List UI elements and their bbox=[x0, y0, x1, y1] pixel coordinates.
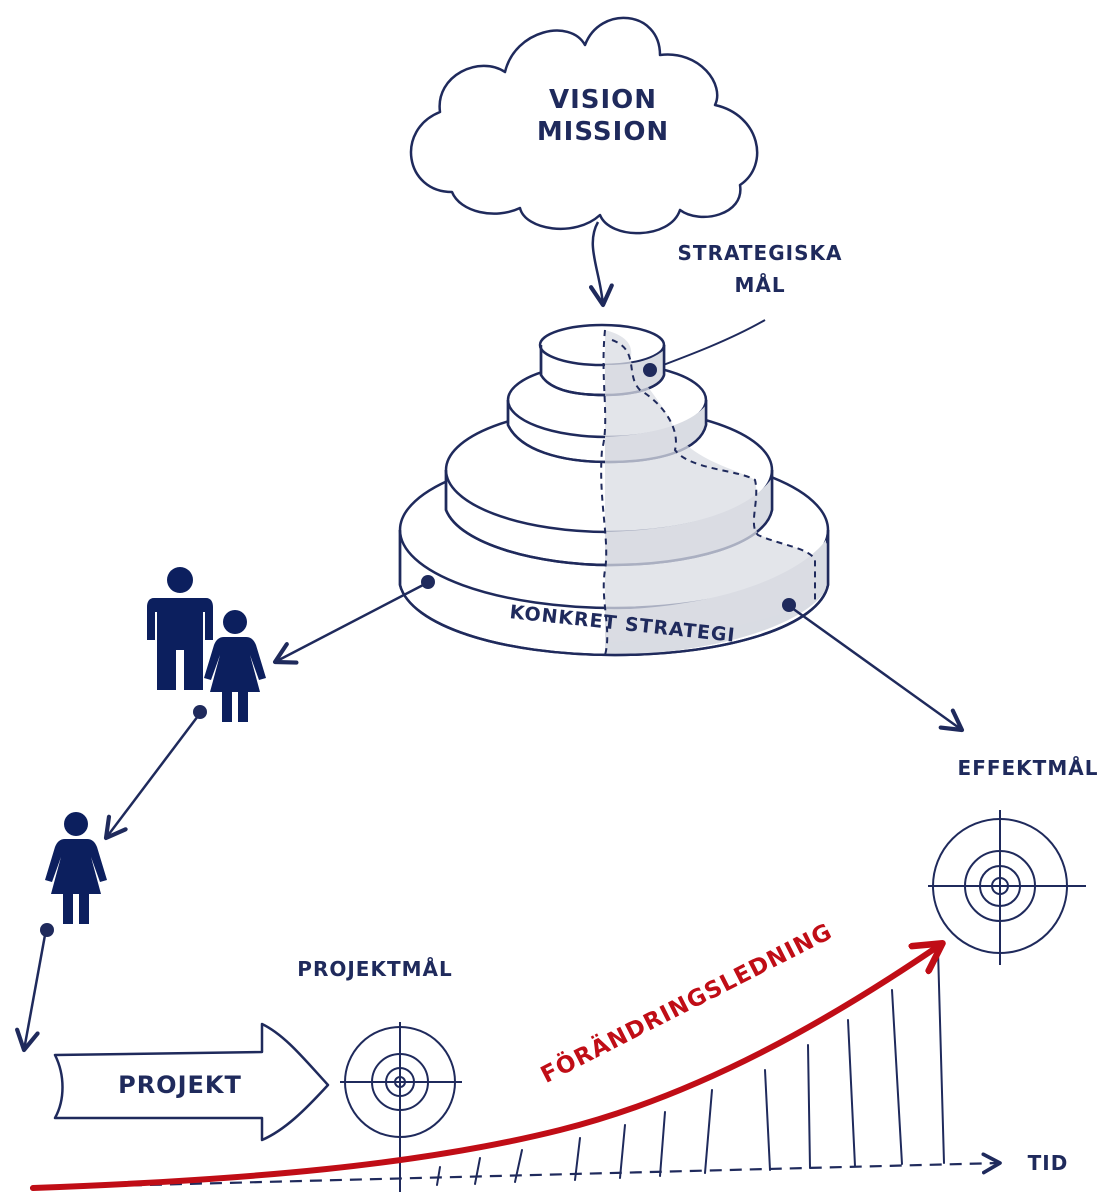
change-management-label: FÖRÄNDRINGSLEDNING bbox=[536, 917, 837, 1089]
strategy-to-people-arrow bbox=[272, 582, 426, 665]
time-axis bbox=[29, 1152, 1002, 1190]
change-hatching bbox=[436, 949, 945, 1186]
project-label: PROJEKT bbox=[118, 1071, 242, 1099]
left-strategy-dot bbox=[421, 575, 435, 589]
vision-label: VISION bbox=[549, 85, 657, 115]
target-icon-effect bbox=[928, 810, 1086, 965]
effect-goal-label: EFFEKTMÅL bbox=[958, 756, 1099, 780]
people-dot bbox=[193, 705, 207, 719]
person-female-icon bbox=[204, 610, 266, 722]
time-axis-label: TID bbox=[1028, 1151, 1069, 1175]
target-icon bbox=[340, 1022, 462, 1192]
project-goal-label: PROJEKTMÅL bbox=[297, 957, 452, 981]
person-male-icon bbox=[147, 567, 213, 690]
mission-label: MISSION bbox=[537, 117, 669, 147]
strategic-goals-line1: STRATEGISKA bbox=[678, 241, 843, 265]
strategic-goal-dot bbox=[643, 363, 657, 377]
person-female-icon-single bbox=[45, 812, 107, 924]
vision-to-strategy-arrow bbox=[588, 221, 614, 308]
person-dot bbox=[40, 923, 54, 937]
strategic-goals-line2: MÅL bbox=[734, 273, 785, 297]
strategic-goals-leader bbox=[649, 319, 766, 371]
arrow-shape-icon bbox=[53, 1022, 330, 1142]
strategy-to-effect-arrow bbox=[791, 606, 965, 733]
person-to-project-arrow bbox=[15, 934, 47, 1053]
people-to-person-arrow bbox=[103, 715, 199, 841]
cloud-icon bbox=[409, 16, 759, 235]
vision-cloud bbox=[409, 16, 759, 235]
strategy-pyramid bbox=[398, 323, 830, 657]
pyramid-wedge bbox=[600, 329, 816, 656]
change-curve bbox=[30, 945, 940, 1191]
